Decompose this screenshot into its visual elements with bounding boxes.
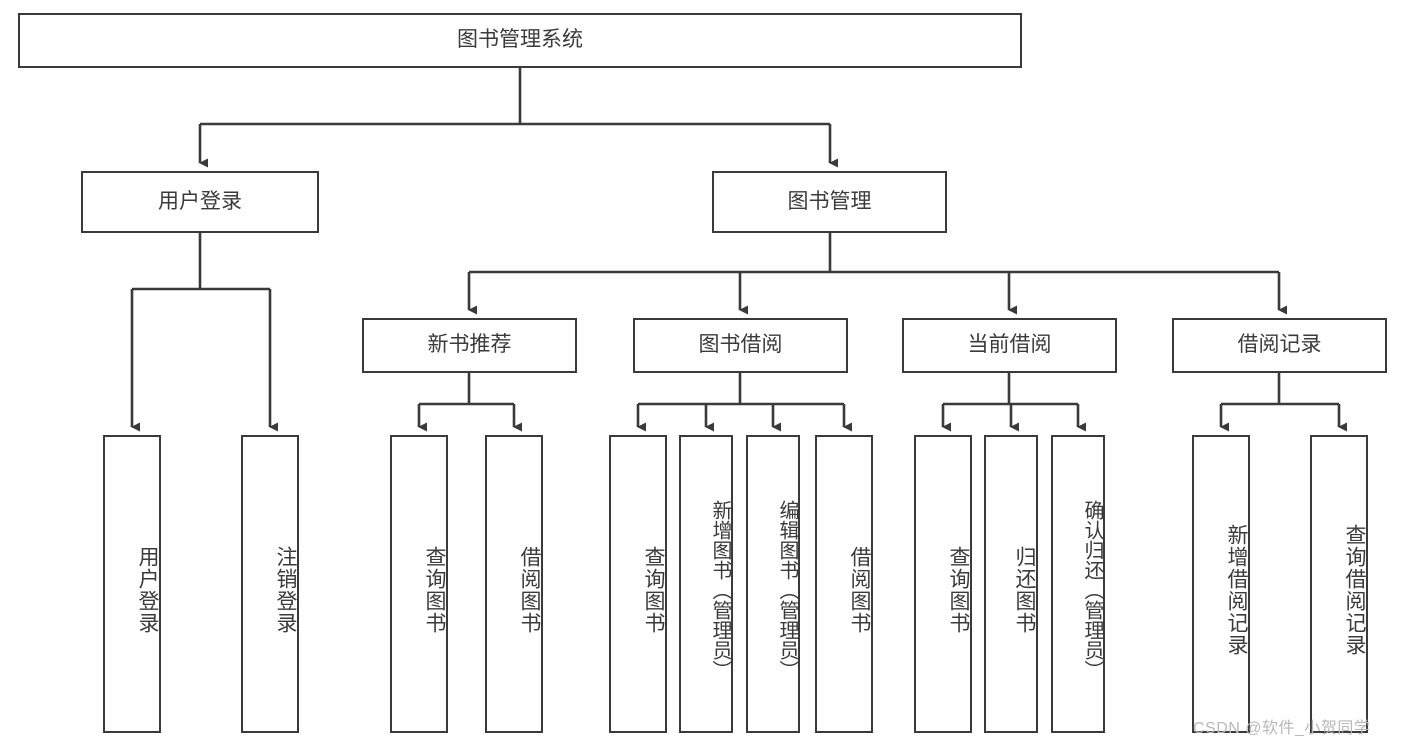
node-current-borrow[interactable]: 当前借阅 (902, 318, 1117, 373)
node-book-borrow[interactable]: 图书借阅 (633, 318, 848, 373)
leaf-borrow-book-recommend[interactable]: 借阅图书 (485, 435, 543, 733)
leaf-query-book-current[interactable]: 查询图书 (914, 435, 972, 733)
node-user-login[interactable]: 用户登录 (81, 171, 319, 233)
leaf-confirm-return-admin[interactable]: 确认归还（管理员） (1051, 435, 1105, 733)
node-book-management[interactable]: 图书管理 (712, 171, 947, 233)
leaf-edit-book-admin[interactable]: 编辑图书（管理员） (746, 435, 800, 733)
leaf-query-book-borrow[interactable]: 查询图书 (609, 435, 667, 733)
leaf-query-borrow-record[interactable]: 查询借阅记录 (1310, 435, 1368, 733)
leaf-user-login[interactable]: 用户登录 (103, 435, 161, 733)
leaf-return-book[interactable]: 归还图书 (984, 435, 1038, 733)
leaf-add-borrow-record[interactable]: 新增借阅记录 (1192, 435, 1250, 733)
leaf-logout-login[interactable]: 注销登录 (241, 435, 299, 733)
node-new-book-recommend[interactable]: 新书推荐 (362, 318, 577, 373)
leaf-borrow-book[interactable]: 借阅图书 (815, 435, 873, 733)
node-borrow-record[interactable]: 借阅记录 (1172, 318, 1387, 373)
node-root[interactable]: 图书管理系统 (18, 13, 1022, 68)
leaf-add-book-admin[interactable]: 新增图书（管理员） (679, 435, 733, 733)
csdn-watermark: CSDN @软件_小贺同学 (1193, 720, 1371, 737)
leaf-query-book-recommend[interactable]: 查询图书 (390, 435, 448, 733)
